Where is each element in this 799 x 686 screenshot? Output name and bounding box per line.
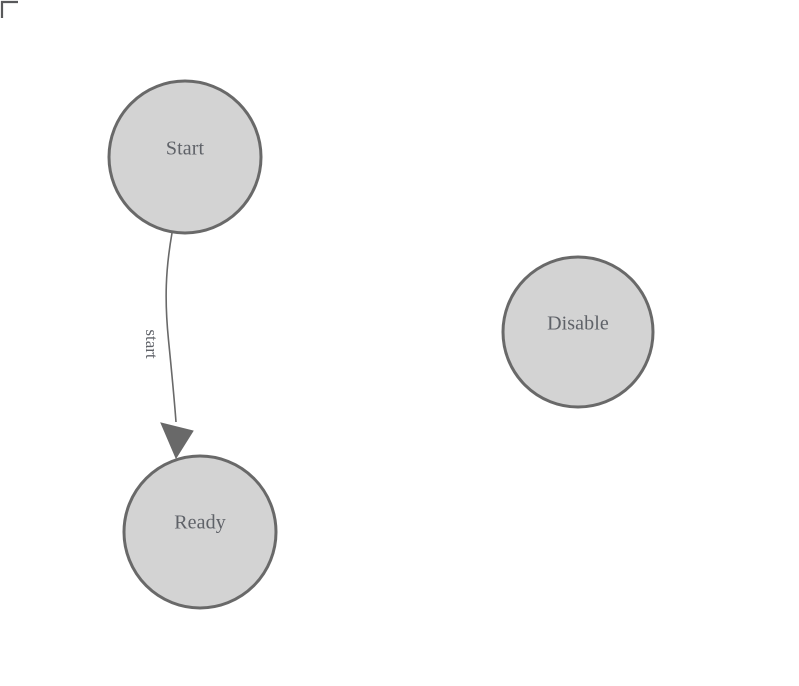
edge-line-start-to-ready xyxy=(165,232,177,423)
node-disable-circle xyxy=(501,255,655,409)
node-disable-label: Disable xyxy=(547,313,609,335)
node-ready-circle xyxy=(122,454,278,610)
node-start-circle xyxy=(107,79,263,235)
edge-arrowhead-start-to-ready xyxy=(160,422,194,460)
node-ready[interactable]: Ready xyxy=(122,454,278,610)
node-disable[interactable]: Disable xyxy=(501,255,655,409)
node-start-label: Start xyxy=(166,138,205,160)
top-left-corner-mark xyxy=(0,0,18,18)
edge-start-to-ready[interactable]: start xyxy=(142,232,194,460)
node-ready-label: Ready xyxy=(174,512,226,534)
edge-label-start: start xyxy=(142,329,161,359)
node-start[interactable]: Start xyxy=(107,79,263,235)
